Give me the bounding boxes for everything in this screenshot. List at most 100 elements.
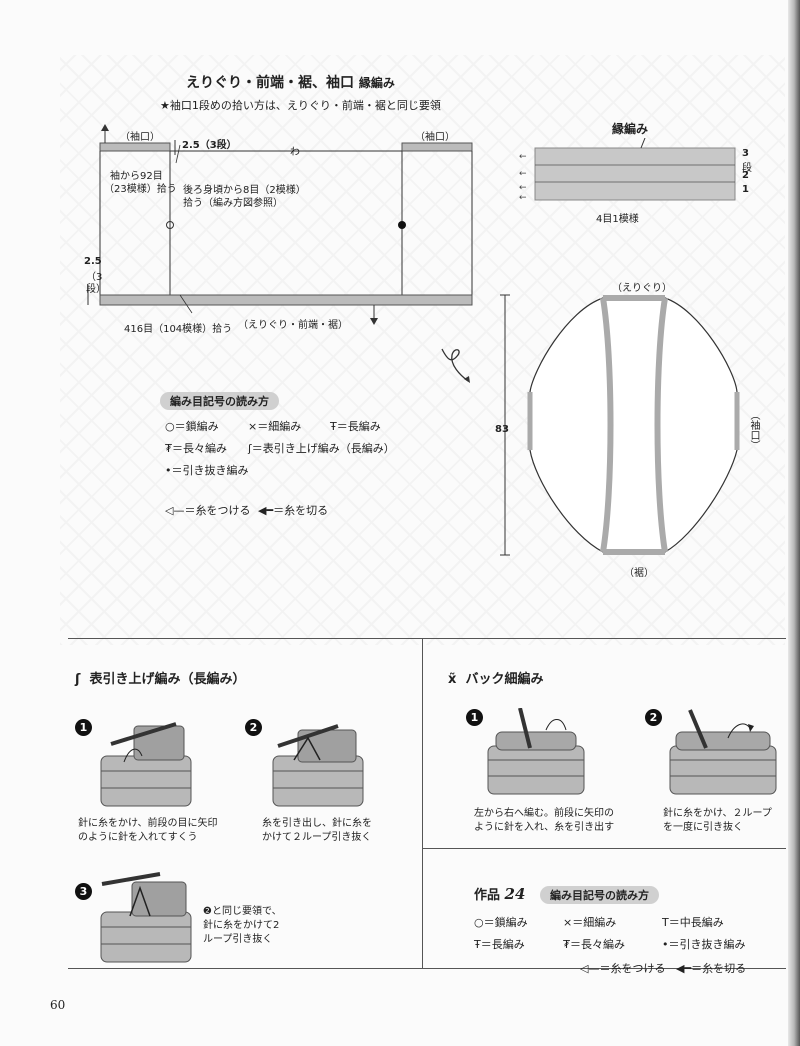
work24-chain: ○＝鎖編み	[474, 914, 528, 930]
legend-1-fpdc-text: ＝表引き上げ編み（長編み）	[251, 442, 395, 455]
dim-left-label-3: 段）	[86, 284, 106, 295]
divider-vertical	[422, 638, 423, 968]
dim-top-label: 2.5（3段）	[182, 140, 237, 151]
legend-1-chain-text: ＝鎖編み	[174, 420, 219, 433]
back-pick-label: 後ろ身頃から8目（2模様）	[183, 185, 306, 196]
dim-left-label-2: （3	[86, 272, 103, 283]
attach-yarn-icon: ◁—	[580, 962, 600, 975]
work24-slst-text: ＝引き抜き編み	[668, 938, 746, 951]
schematic-diagram	[87, 124, 473, 325]
dc-symbol-icon: Ŧ	[474, 938, 481, 951]
title-sub: 縁編み	[358, 76, 395, 90]
sc-symbol-icon: ×	[248, 420, 258, 433]
work24-number: 24	[504, 885, 526, 903]
chain-symbol-icon: ○	[474, 916, 484, 929]
fpdc-step-3-number: 3	[75, 880, 92, 900]
edge-repeat-label: 4目1模様	[596, 214, 639, 225]
dim-left-label: 2.5	[84, 256, 102, 267]
back-sc-section: x̃ バック細編み	[448, 668, 543, 687]
dc-symbol-icon: Ŧ	[330, 420, 337, 433]
fold-label: わ	[290, 147, 300, 158]
section-title: えりぐり・前端・裾、袖口 縁編み	[186, 72, 395, 92]
work24-tr-text: ＝長々編み	[570, 938, 625, 951]
fpdc-section-title: 表引き上げ編み（長編み）	[89, 672, 246, 687]
work24-chain-text: ＝鎖編み	[483, 916, 528, 929]
garment-height-label: 83	[495, 424, 509, 435]
legend-1-attach-text: ＝糸をつける	[184, 504, 251, 517]
legend-1-dc: Ŧ＝長編み	[330, 418, 381, 434]
edge-row-1: 1	[742, 184, 749, 195]
bottom-band-label: （えりぐり・前端・裾）	[238, 320, 348, 331]
legend-1-sc: ×＝細編み	[248, 418, 301, 434]
back-sc-step-1-text-2: ように針を入れ、糸を引き出す	[474, 822, 615, 833]
hdc-symbol-icon: T	[662, 916, 669, 929]
yarn-loop-icon	[441, 348, 470, 383]
fpdc-step-3-text-2: 針に糸をかけて2	[203, 920, 280, 931]
cut-yarn-icon: ◀━	[676, 962, 692, 975]
fpdc-step-2-text-2: かけて２ループ引き抜く	[262, 832, 372, 843]
edge-row-label: 段	[742, 163, 752, 174]
garment-neck-label: （えりぐり）	[612, 283, 672, 294]
back-sc-step-1-text: 左から右へ編む。前段に矢印の	[474, 808, 614, 819]
legend-1-attach: ◁—＝糸をつける	[165, 502, 250, 518]
work24-attach: ◁—＝糸をつける	[580, 960, 665, 976]
legend-1-slst: •＝引き抜き編み	[165, 462, 249, 478]
divider-bottom	[68, 968, 786, 969]
work24-attach-text: ＝糸をつける	[599, 962, 666, 975]
page-number: 60	[50, 998, 66, 1012]
back-sc-section-title: バック細編み	[465, 672, 544, 687]
divider-right-mid	[422, 848, 786, 849]
fpdc-step-2-illustration	[272, 724, 364, 807]
back-sc-step-2-text-2: を一度に引き抜く	[663, 822, 743, 833]
legend-1-tr-text: ＝長々編み	[172, 442, 227, 455]
work24-tr: ₮＝長々編み	[563, 936, 625, 952]
fpdc-step-2-number: 2	[245, 716, 262, 736]
svg-text:←: ←	[519, 169, 527, 179]
legend-1-dc-text: ＝長編み	[336, 420, 381, 433]
section-note: ★袖口1段めの拾い方は、えりぐり・前端・裾と同じ要領	[160, 99, 441, 112]
work24-sc-text: ＝細編み	[572, 916, 617, 929]
garment-hem-label: （裾）	[624, 568, 654, 579]
work24-cut-text: ＝糸を切る	[691, 962, 747, 975]
work24-cut: ◀━＝糸を切る	[676, 960, 746, 976]
chain-symbol-icon: ○	[165, 420, 175, 433]
work24-sc: ×＝細編み	[563, 914, 616, 930]
page-edge-shadow	[788, 0, 800, 1046]
tr-symbol-icon: ₮	[563, 938, 570, 951]
fpdc-section: ʃ 表引き上げ編み（長編み）	[75, 668, 245, 687]
svg-text:←: ←	[519, 152, 527, 162]
back-sc-step-1-illustration	[487, 708, 585, 795]
legend-1-chain: ○＝鎖編み	[165, 418, 219, 434]
cut-yarn-icon: ◀━	[258, 504, 274, 517]
work24-dc-text: ＝長編み	[480, 938, 525, 951]
legend-1-fpdc: ʃ＝表引き上げ編み（長編み）	[248, 440, 395, 456]
fpdc-step-3-text-3: ループ引き抜く	[203, 934, 273, 945]
attach-yarn-icon: ◁—	[165, 504, 185, 517]
fpdc-step-1-text-2: のように針を入れてすくう	[78, 832, 198, 843]
work24-slst: •＝引き抜き編み	[662, 936, 746, 952]
legend-1-slst-text: ＝引き抜き編み	[171, 464, 249, 477]
tr-symbol-icon: ₮	[165, 442, 172, 455]
slst-symbol-icon: •	[165, 464, 172, 477]
legend-1-tr: ₮＝長々編み	[165, 440, 227, 456]
svg-text:←: ←	[519, 193, 527, 203]
work24-label: 作品	[474, 888, 501, 903]
sc-symbol-icon: ×	[563, 916, 573, 929]
back-pick-label-2: 拾う（編み方図参照）	[183, 198, 283, 209]
fpdc-step-2-text: 糸を引き出し、針に糸を	[262, 818, 372, 829]
back-sc-heading-icon: x̃	[448, 672, 457, 687]
fpdc-step-1-illustration	[100, 722, 192, 807]
fpdc-heading-icon: ʃ	[75, 672, 81, 687]
back-sc-step-2-illustration	[669, 709, 777, 795]
title-main: えりぐり・前端・裾、袖口	[186, 75, 354, 91]
work24-hdc: T＝中長編み	[662, 914, 724, 930]
pick-bottom-label: 416目（104模様）拾う	[124, 324, 233, 335]
legend-1-sc-text: ＝細編み	[257, 420, 302, 433]
back-sc-step-2-text: 針に糸をかけ、２ループ	[663, 808, 772, 819]
work24-hdc-text: ＝中長編み	[668, 916, 724, 929]
back-sc-step-1-number: 1	[466, 706, 483, 726]
fpdc-step-3-illustration	[100, 872, 192, 963]
cuff-left-label: （袖口）	[120, 132, 160, 143]
garment-shape	[500, 294, 740, 556]
edge-stitch-chart: ← ← ← ←	[519, 138, 736, 203]
